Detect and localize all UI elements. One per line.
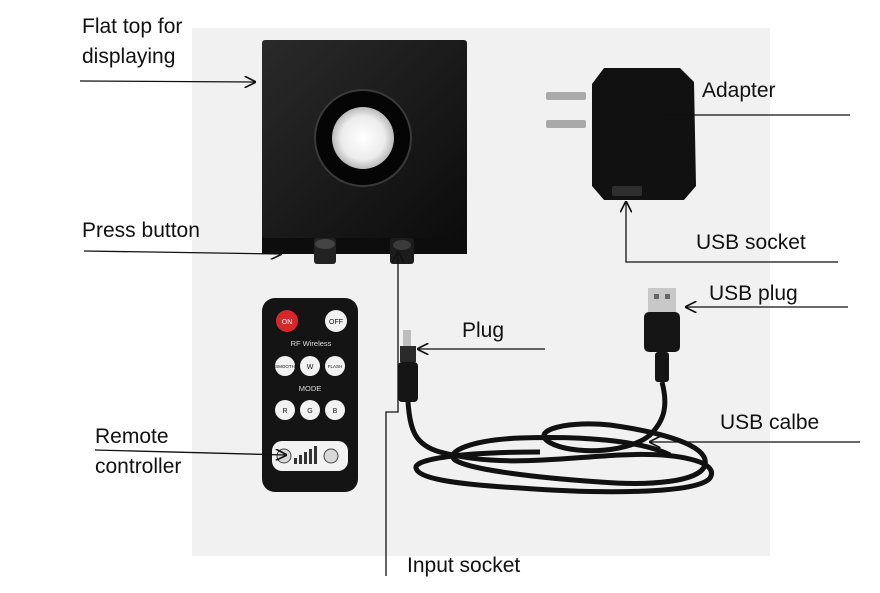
usb-socket-arrow — [626, 202, 838, 263]
input-socket-jack — [390, 238, 414, 264]
input-socket-arrow — [385, 252, 398, 576]
label-remote-line2: controller — [95, 455, 182, 478]
remote-r-text: R — [282, 408, 287, 415]
label-usb-cable: USB calbe — [720, 411, 820, 434]
remote-arrow — [94, 450, 286, 455]
press-button-knob — [314, 238, 336, 264]
remote-smooth-text: SMOOTH — [275, 364, 295, 369]
label-flat-top-line1: Flat top for — [82, 15, 183, 38]
remote-flash-text: FLASH — [328, 364, 343, 369]
label-remote-line1: Remote — [95, 425, 169, 448]
label-plug: Plug — [462, 319, 505, 342]
dc-plug-cable — [398, 330, 714, 495]
remote-rf-text: RF Wireless — [291, 339, 332, 348]
leader-lines — [79, 81, 860, 576]
label-usb-plug: USB plug — [709, 282, 798, 305]
label-adapter: Adapter — [702, 79, 776, 102]
label-flat-top-line2: displaying — [82, 45, 176, 68]
press-button-arrow — [83, 251, 281, 254]
remote-w-text: W — [307, 364, 314, 371]
adapter — [546, 68, 696, 200]
remote-on-text: ON — [282, 319, 293, 326]
display-base — [262, 40, 467, 254]
remote-off-text: OFF — [329, 319, 343, 326]
label-press-button: Press button — [82, 219, 200, 242]
remote-body: ON OFF RF Wireless SMOOTH W FLASH MODE R… — [262, 298, 358, 492]
remote-mode-text: MODE — [299, 384, 322, 393]
label-input-socket: Input socket — [407, 554, 521, 577]
flat-top-arrow — [79, 81, 255, 82]
remote-b-text: B — [333, 408, 338, 415]
label-flat-top: Flat top for displaying — [82, 12, 182, 72]
usb-plug-cable — [450, 288, 708, 486]
top-light — [332, 107, 394, 169]
label-usb-socket: USB socket — [696, 231, 806, 254]
label-remote: Remote controller — [95, 422, 181, 482]
remote-g-text: G — [307, 408, 312, 415]
